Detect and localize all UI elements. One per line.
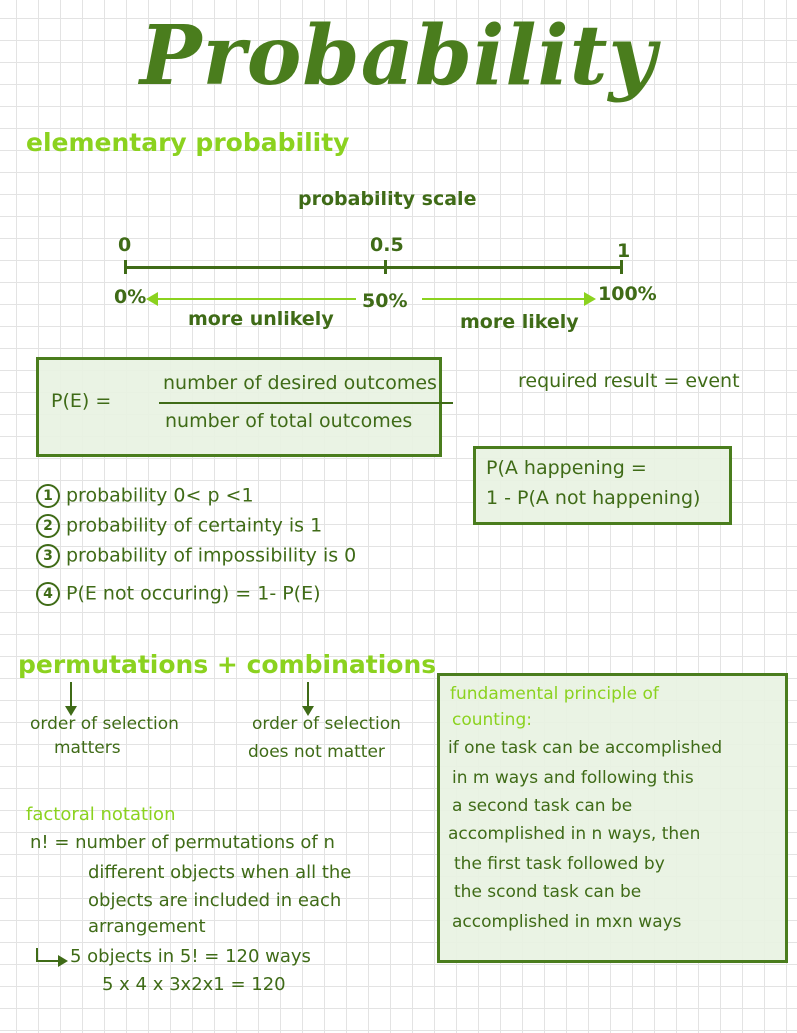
scale-tick-mark-end	[620, 260, 623, 274]
rule-number: 2	[36, 514, 60, 538]
factorial-example-2: 5 x 4 x 3x2x1 = 120	[102, 974, 286, 995]
section-heading-elementary: elementary probability	[26, 128, 350, 157]
counting-heading-line-1: fundamental principle of	[450, 684, 659, 704]
factorial-line-3: objects are included in each	[88, 890, 342, 911]
rule-number: 4	[36, 582, 60, 606]
permutation-arrow	[65, 682, 77, 716]
rule-item-2: 2 probability of certainty is 1	[36, 514, 322, 538]
combination-arrow	[302, 682, 314, 716]
complement-line-1: P(A happening =	[486, 457, 647, 479]
scale-tick-end: 1	[617, 240, 631, 262]
rule-number: 1	[36, 484, 60, 508]
probability-formula-box: P(E) = number of desired outcomes number…	[36, 357, 453, 457]
scale-title: probability scale	[298, 188, 477, 210]
scale-tick-mark-start	[124, 260, 127, 274]
complement-box: P(A happening = 1 - P(A not happening)	[473, 446, 732, 525]
scale-tick-mark-mid	[384, 260, 387, 274]
page-title: Probability	[139, 8, 658, 104]
formula-numerator: number of desired outcomes	[163, 372, 437, 394]
scale-pct-mid: 50%	[362, 290, 408, 312]
example-arrow-icon	[36, 948, 68, 967]
probability-scale-line	[125, 266, 622, 269]
factorial-line-4: arrangement	[88, 916, 206, 937]
counting-heading-line-2: counting:	[452, 710, 532, 730]
combination-line-2: does not matter	[248, 742, 385, 762]
formula-fraction-bar	[159, 402, 453, 404]
scale-pct-start: 0%	[114, 286, 147, 308]
more-unlikely-arrow	[146, 292, 356, 306]
counting-line-2: in m ways and following this	[452, 768, 694, 788]
counting-line-3: a second task can be	[452, 796, 633, 816]
more-likely-label: more likely	[460, 311, 579, 333]
scale-tick-start: 0	[118, 234, 132, 256]
permutation-line-2: matters	[54, 738, 121, 758]
rule-item-4: 4 P(E not occuring) = 1- P(E)	[36, 582, 321, 606]
event-note: required result = event	[518, 370, 740, 392]
rule-number: 3	[36, 544, 60, 568]
rule-item-3: 3 probability of impossibility is 0	[36, 544, 356, 568]
rule-text: P(E not occuring) = 1- P(E)	[66, 582, 321, 605]
counting-line-7: accomplished in mxn ways	[452, 912, 682, 932]
section-heading-perm-comb: permutations + combinations	[18, 650, 437, 679]
counting-line-5: the first task followed by	[454, 854, 665, 874]
more-unlikely-label: more unlikely	[188, 308, 334, 330]
factorial-example-1: 5 objects in 5! = 120 ways	[70, 946, 311, 967]
factorial-line-1: n! = number of permutations of n	[30, 832, 335, 853]
complement-line-2: 1 - P(A not happening)	[486, 487, 701, 509]
scale-pct-end: 100%	[598, 283, 657, 305]
rule-item-1: 1 probability 0< p <1	[36, 484, 254, 508]
counting-line-4: accomplished in n ways, then	[448, 824, 701, 844]
more-likely-arrow	[422, 292, 596, 306]
scale-tick-mid: 0.5	[370, 234, 404, 256]
factorial-line-2: different objects when all the	[88, 862, 352, 883]
combination-line-1: order of selection	[252, 714, 401, 734]
rule-text: probability of certainty is 1	[66, 514, 323, 537]
formula-denominator: number of total outcomes	[165, 410, 413, 432]
rule-text: probability 0< p <1	[66, 484, 254, 507]
counting-line-6: the scond task can be	[454, 882, 642, 902]
rule-text: probability of impossibility is 0	[66, 544, 357, 567]
factorial-heading: factoral notation	[26, 804, 176, 825]
formula-lhs: P(E) =	[51, 390, 112, 412]
counting-principle-box: fundamental principle of counting: if on…	[437, 673, 788, 963]
permutation-line-1: order of selection	[30, 714, 179, 734]
counting-line-1: if one task can be accomplished	[448, 738, 723, 758]
